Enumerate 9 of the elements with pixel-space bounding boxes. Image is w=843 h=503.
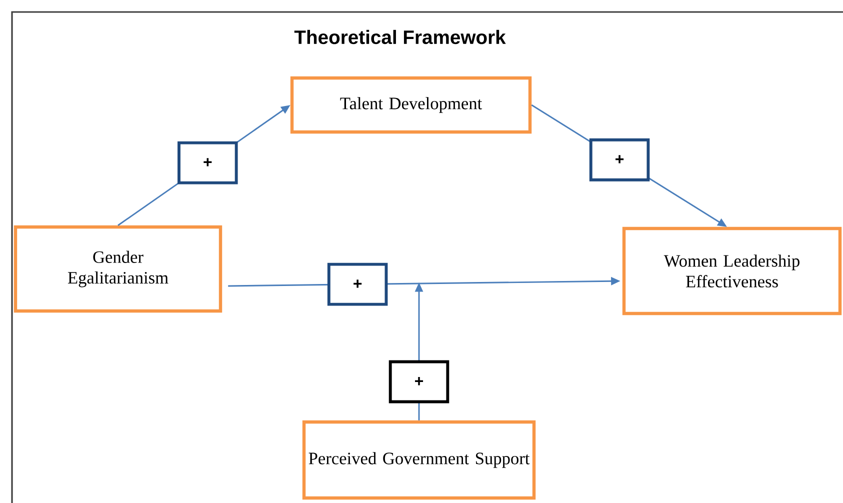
concept-box: Talent Development — [290, 76, 532, 134]
sign-box: + — [589, 138, 650, 182]
concept-box: Women Leadership Effectiveness — [622, 226, 842, 316]
sign-box: + — [327, 262, 388, 306]
sign-box: + — [178, 141, 238, 184]
concept-box: Gender Egalitarianism — [14, 225, 222, 313]
concept-box: Perceived Government Support — [302, 420, 536, 500]
sign-box: + — [388, 360, 450, 404]
title: Theoretical Framework — [294, 30, 506, 44]
